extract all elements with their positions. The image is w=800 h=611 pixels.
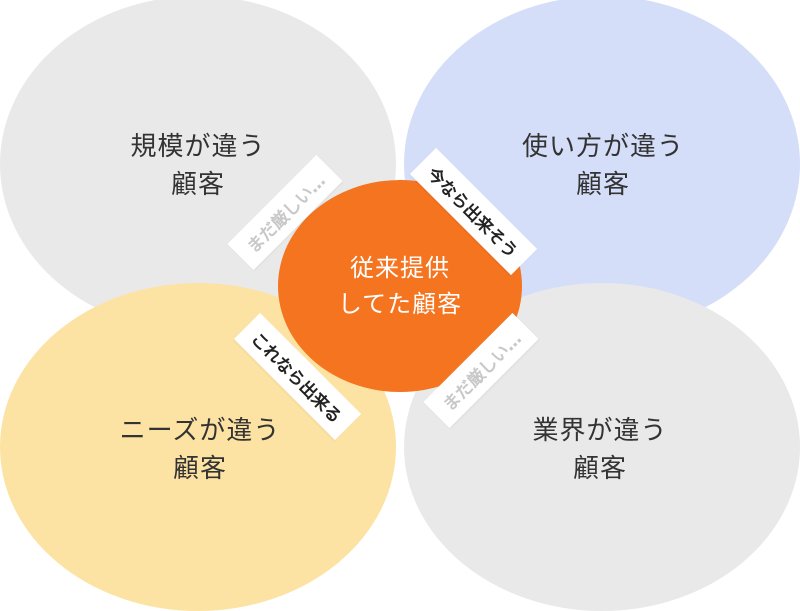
center-label-line1: 従来提供 (350, 254, 450, 282)
circle-label-line1: 業界が違う (532, 416, 668, 446)
circle-label-line2: 顧客 (572, 454, 627, 484)
center-circle (278, 180, 522, 392)
center-label-line2: してた顧客 (337, 290, 463, 318)
circle-label-line2: 顧客 (170, 170, 225, 200)
circle-label-bottom-right: 業界が違う 顧客 (490, 412, 710, 488)
circle-label-line1: 規模が違う (130, 132, 266, 162)
circle-label-top-left: 規模が違う 顧客 (98, 128, 298, 204)
circle-label-bottom-left: ニーズが違う 顧客 (90, 412, 310, 488)
circle-label-top-right: 使い方が違う 顧客 (488, 128, 718, 204)
circle-label-line1: 使い方が違う (521, 132, 684, 162)
circle-label-line2: 顧客 (575, 170, 630, 200)
circle-label-line1: ニーズが違う (119, 416, 281, 446)
circle-label-line2: 顧客 (172, 454, 227, 484)
center-label: 従来提供 してた顧客 (300, 250, 500, 322)
